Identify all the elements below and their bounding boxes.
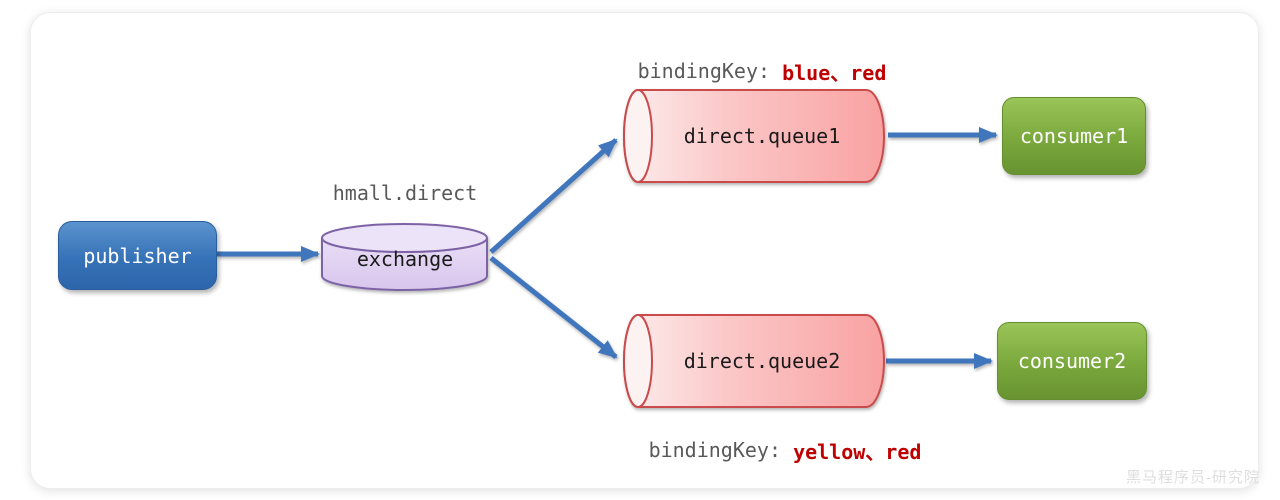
- queue1-cylinder: [623, 89, 885, 183]
- consumer2-label: consumer2: [1017, 349, 1127, 373]
- binding-key-annotation-queue1: bindingKey: blue、red: [582, 57, 942, 85]
- queue1-label: direct.queue1: [683, 124, 841, 148]
- queue2-label: direct.queue2: [683, 349, 841, 373]
- exchange-cylinder-top: [321, 223, 488, 253]
- binding-key-annotation-queue2: bindingKey: yellow、red: [605, 436, 965, 464]
- watermark-text: 黑马程序员-研究院: [1126, 470, 1260, 486]
- consumer1-node: consumer1: [1002, 97, 1146, 175]
- publisher-node: publisher: [58, 221, 217, 290]
- arrow-exchange-to-queue2: [489, 256, 618, 359]
- arrow-exchange-to-queue1: [489, 138, 618, 254]
- publisher-label: publisher: [83, 243, 192, 268]
- queue1-cylinder-cap: [623, 89, 653, 183]
- queue2-cylinder: [623, 314, 885, 408]
- exchange-name-caption: hmall.direct: [332, 181, 478, 205]
- consumer1-label: consumer1: [1019, 124, 1129, 148]
- exchange-label: exchange: [356, 247, 454, 271]
- queue2-cylinder-cap: [623, 314, 653, 408]
- binding-key-values: yellow、red: [793, 439, 922, 464]
- binding-key-prefix: bindingKey:: [648, 438, 794, 462]
- exchange-cylinder: [321, 223, 488, 291]
- binding-key-values: blue、red: [782, 60, 887, 85]
- consumer2-node: consumer2: [997, 322, 1147, 400]
- binding-key-prefix: bindingKey:: [637, 59, 783, 83]
